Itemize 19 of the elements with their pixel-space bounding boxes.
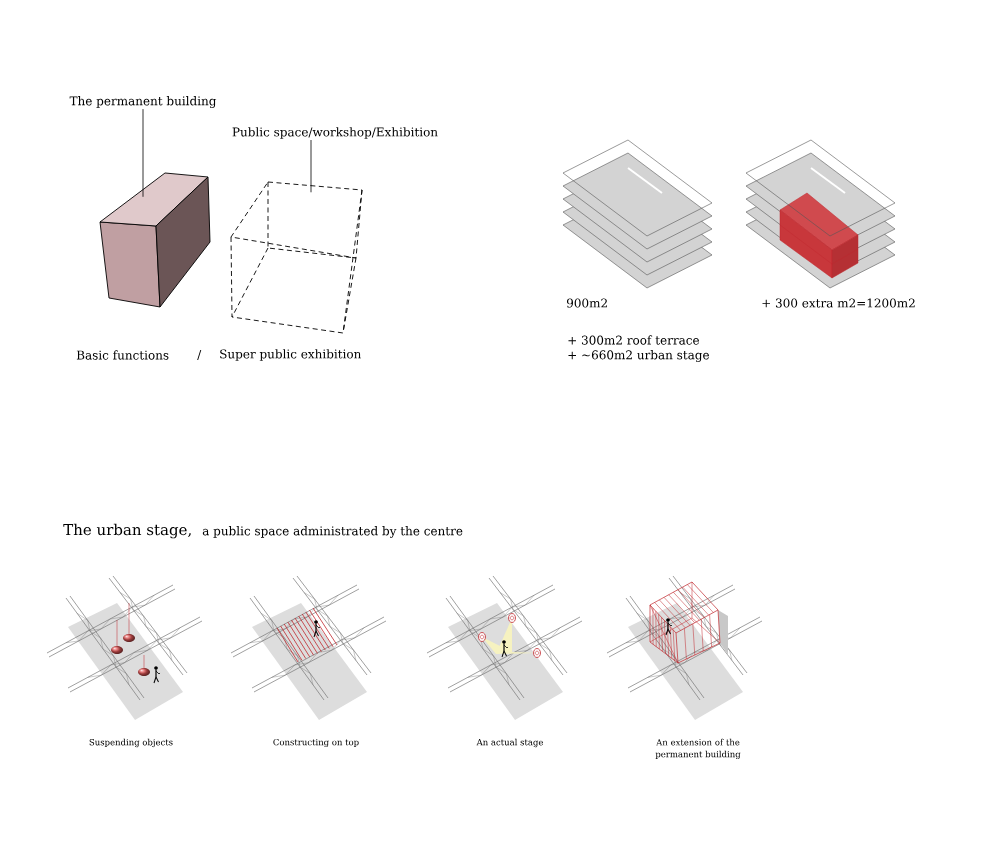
caption: Suspending objects [89,738,173,748]
area-note: + ~660m2 urban stage [568,350,709,362]
block-drawing [99,172,211,308]
caption: An actual stage [476,738,543,748]
area-note: 900m2 [566,298,607,308]
label-text: Public space/workshop/Exhibition [232,127,438,139]
caption: Constructing on top [273,738,359,748]
area-note: + 300 extra m2=1200m2 [762,298,915,308]
wireframe-block-drawing [230,181,363,334]
caption: Basic functions [76,350,169,360]
leader-line [142,108,144,198]
caption: An extension of the permanent building [655,738,741,760]
label-text: The permanent building [69,96,217,108]
area-note: + 300m2 roof terrace [568,335,699,345]
subheading: a public space administrated by the centre [202,526,463,538]
caption: Super public exhibition [220,349,361,361]
leader-line [310,139,312,193]
heading: The urban stage, [63,523,191,539]
separator-slash: / [197,350,202,360]
